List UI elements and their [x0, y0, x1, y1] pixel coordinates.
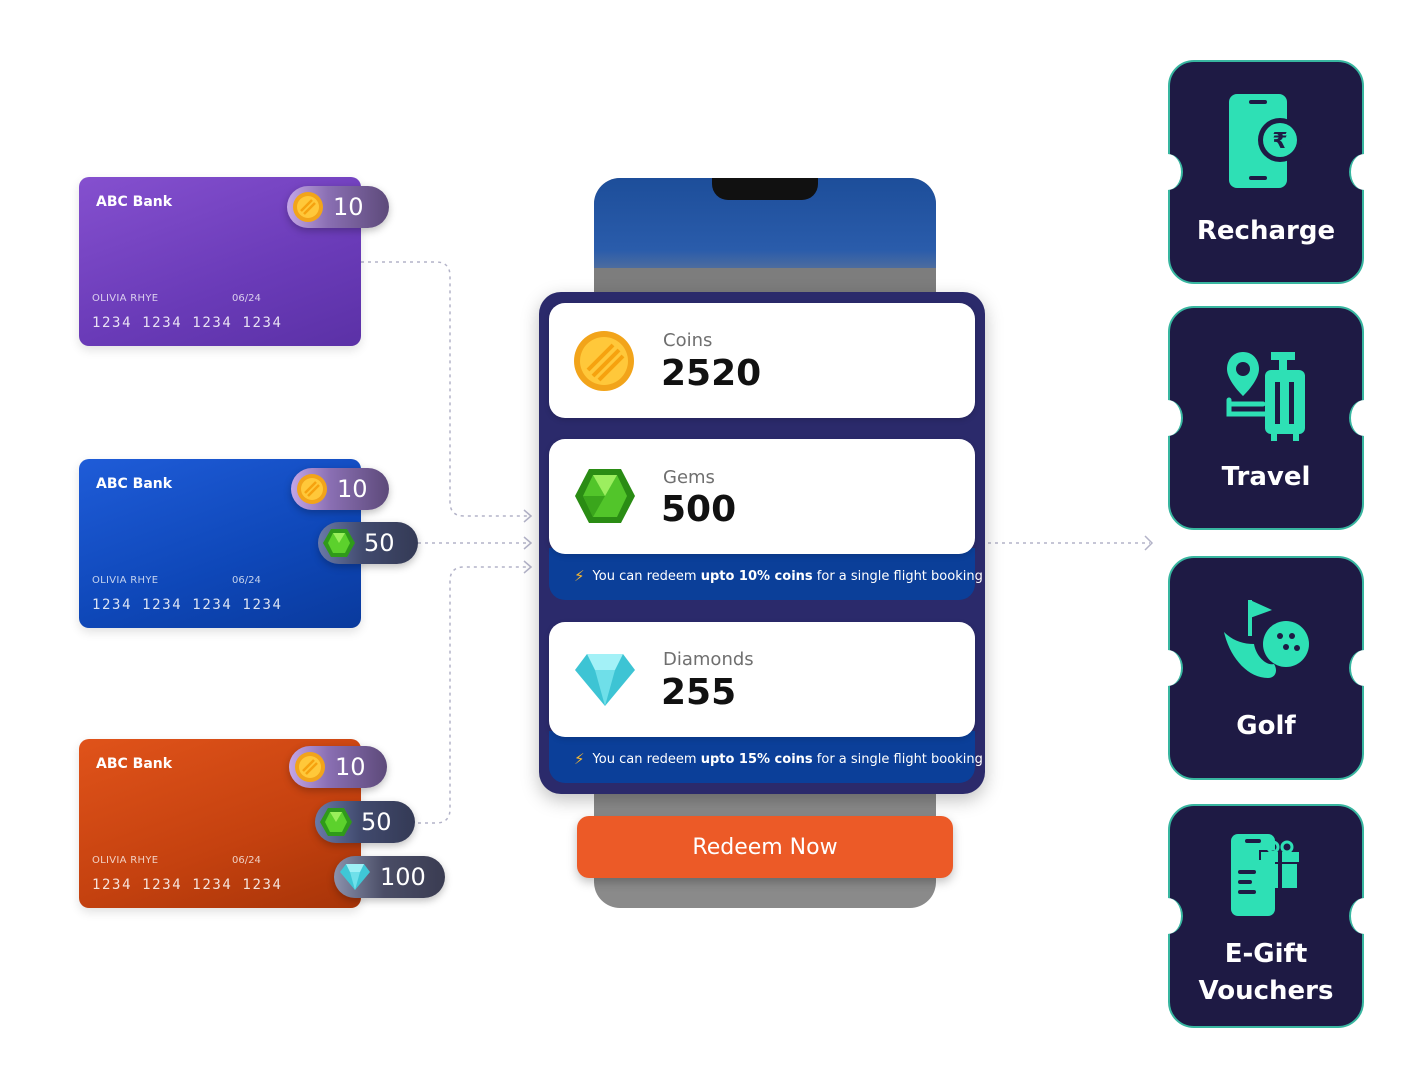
coin-icon: [573, 330, 635, 396]
coin-count: 10: [337, 475, 368, 503]
note-highlight: upto 10% coins: [700, 568, 813, 584]
redeem-now-button[interactable]: Redeem Now: [577, 816, 953, 878]
card-number: 1234 1234 1234 1234: [92, 877, 283, 893]
coins-label: Coins: [663, 330, 713, 351]
note-suffix: for a single flight booking: [812, 751, 983, 767]
mobile-recharge-icon: ₹: [1227, 92, 1305, 194]
gems-label: Gems: [663, 467, 715, 488]
note-prefix: You can redeem: [592, 751, 701, 767]
note-prefix: You can redeem: [592, 568, 701, 584]
ticket-notch: [1349, 154, 1379, 190]
bank-name: ABC Bank: [96, 756, 173, 772]
coin-icon: [291, 190, 325, 224]
category-label: Recharge: [1196, 216, 1336, 246]
card-expiry: 06/24: [232, 855, 261, 866]
coin-count: 10: [335, 753, 366, 781]
diamonds-tier[interactable]: Diamonds 255: [549, 622, 975, 737]
diamonds-note-strip: [549, 731, 975, 783]
card-number: 1234 1234 1234 1234: [92, 597, 283, 613]
gem-icon: [573, 467, 637, 529]
gem-reward-pill: 50: [315, 801, 415, 843]
ticket-notch: [1153, 650, 1183, 686]
card-expiry: 06/24: [232, 293, 261, 304]
coins-tier[interactable]: Coins 2520: [549, 303, 975, 418]
gems-tier[interactable]: Gems 500: [549, 439, 975, 554]
ticket-notch: [1349, 400, 1379, 436]
bank-card-purple[interactable]: ABC Bank OLIVIA RHYE 06/24 1234 1234 123…: [79, 177, 361, 346]
coins-value: 2520: [661, 353, 762, 394]
category-golf[interactable]: Golf: [1153, 556, 1379, 780]
card-holder: OLIVIA RHYE: [92, 855, 159, 866]
category-recharge[interactable]: ₹ Recharge: [1153, 60, 1379, 284]
diamonds-label: Diamonds: [663, 649, 754, 670]
gem-reward-pill: 50: [318, 522, 418, 564]
coin-icon: [295, 472, 329, 506]
gem-icon: [319, 805, 353, 839]
diamond-icon: [573, 652, 637, 712]
gems-note-strip: [549, 548, 975, 600]
category-travel[interactable]: Travel: [1153, 306, 1379, 530]
category-label: Golf: [1236, 711, 1296, 741]
card-holder: OLIVIA RHYE: [92, 293, 159, 304]
bolt-icon: ⚡: [574, 567, 585, 585]
card-expiry: 06/24: [232, 575, 261, 586]
gems-redeem-note: ⚡ You can redeem upto 10% coins for a si…: [574, 567, 983, 585]
diamonds-value: 255: [661, 672, 737, 713]
category-label-line2: Vouchers: [1198, 976, 1334, 1006]
note-highlight: upto 15% coins: [700, 751, 813, 767]
gift-voucher-icon: [1229, 832, 1303, 922]
ticket-notch: [1349, 898, 1379, 934]
ticket-notch: [1153, 154, 1183, 190]
coin-reward-pill: 10: [287, 186, 389, 228]
bank-name: ABC Bank: [96, 194, 173, 210]
golf-icon: [1220, 596, 1312, 692]
coin-count: 10: [333, 193, 364, 221]
svg-text:₹: ₹: [1272, 129, 1287, 154]
diamond-reward-pill: 100: [334, 856, 445, 898]
diamonds-redeem-note: ⚡ You can redeem upto 15% coins for a si…: [574, 750, 983, 768]
note-suffix: for a single flight booking: [812, 568, 983, 584]
gems-value: 500: [661, 489, 737, 530]
ticket-notch: [1349, 650, 1379, 686]
gem-icon: [322, 526, 356, 560]
bolt-icon: ⚡: [574, 750, 585, 768]
coin-icon: [293, 750, 327, 784]
category-egift-vouchers[interactable]: E-Gift Vouchers: [1153, 804, 1379, 1028]
gem-count: 50: [361, 808, 392, 836]
coin-reward-pill: 10: [289, 746, 387, 788]
card-holder: OLIVIA RHYE: [92, 575, 159, 586]
phone-notch: [712, 178, 818, 200]
travel-luggage-icon: [1225, 350, 1307, 446]
category-label-line1: E-Gift: [1224, 939, 1308, 969]
diamond-icon: [338, 860, 372, 894]
gem-count: 50: [364, 529, 395, 557]
ticket-notch: [1153, 898, 1183, 934]
diamond-count: 100: [380, 863, 426, 891]
coin-reward-pill: 10: [291, 468, 389, 510]
bank-name: ABC Bank: [96, 476, 173, 492]
card-number: 1234 1234 1234 1234: [92, 315, 283, 331]
category-label: Travel: [1221, 462, 1311, 492]
ticket-notch: [1153, 400, 1183, 436]
